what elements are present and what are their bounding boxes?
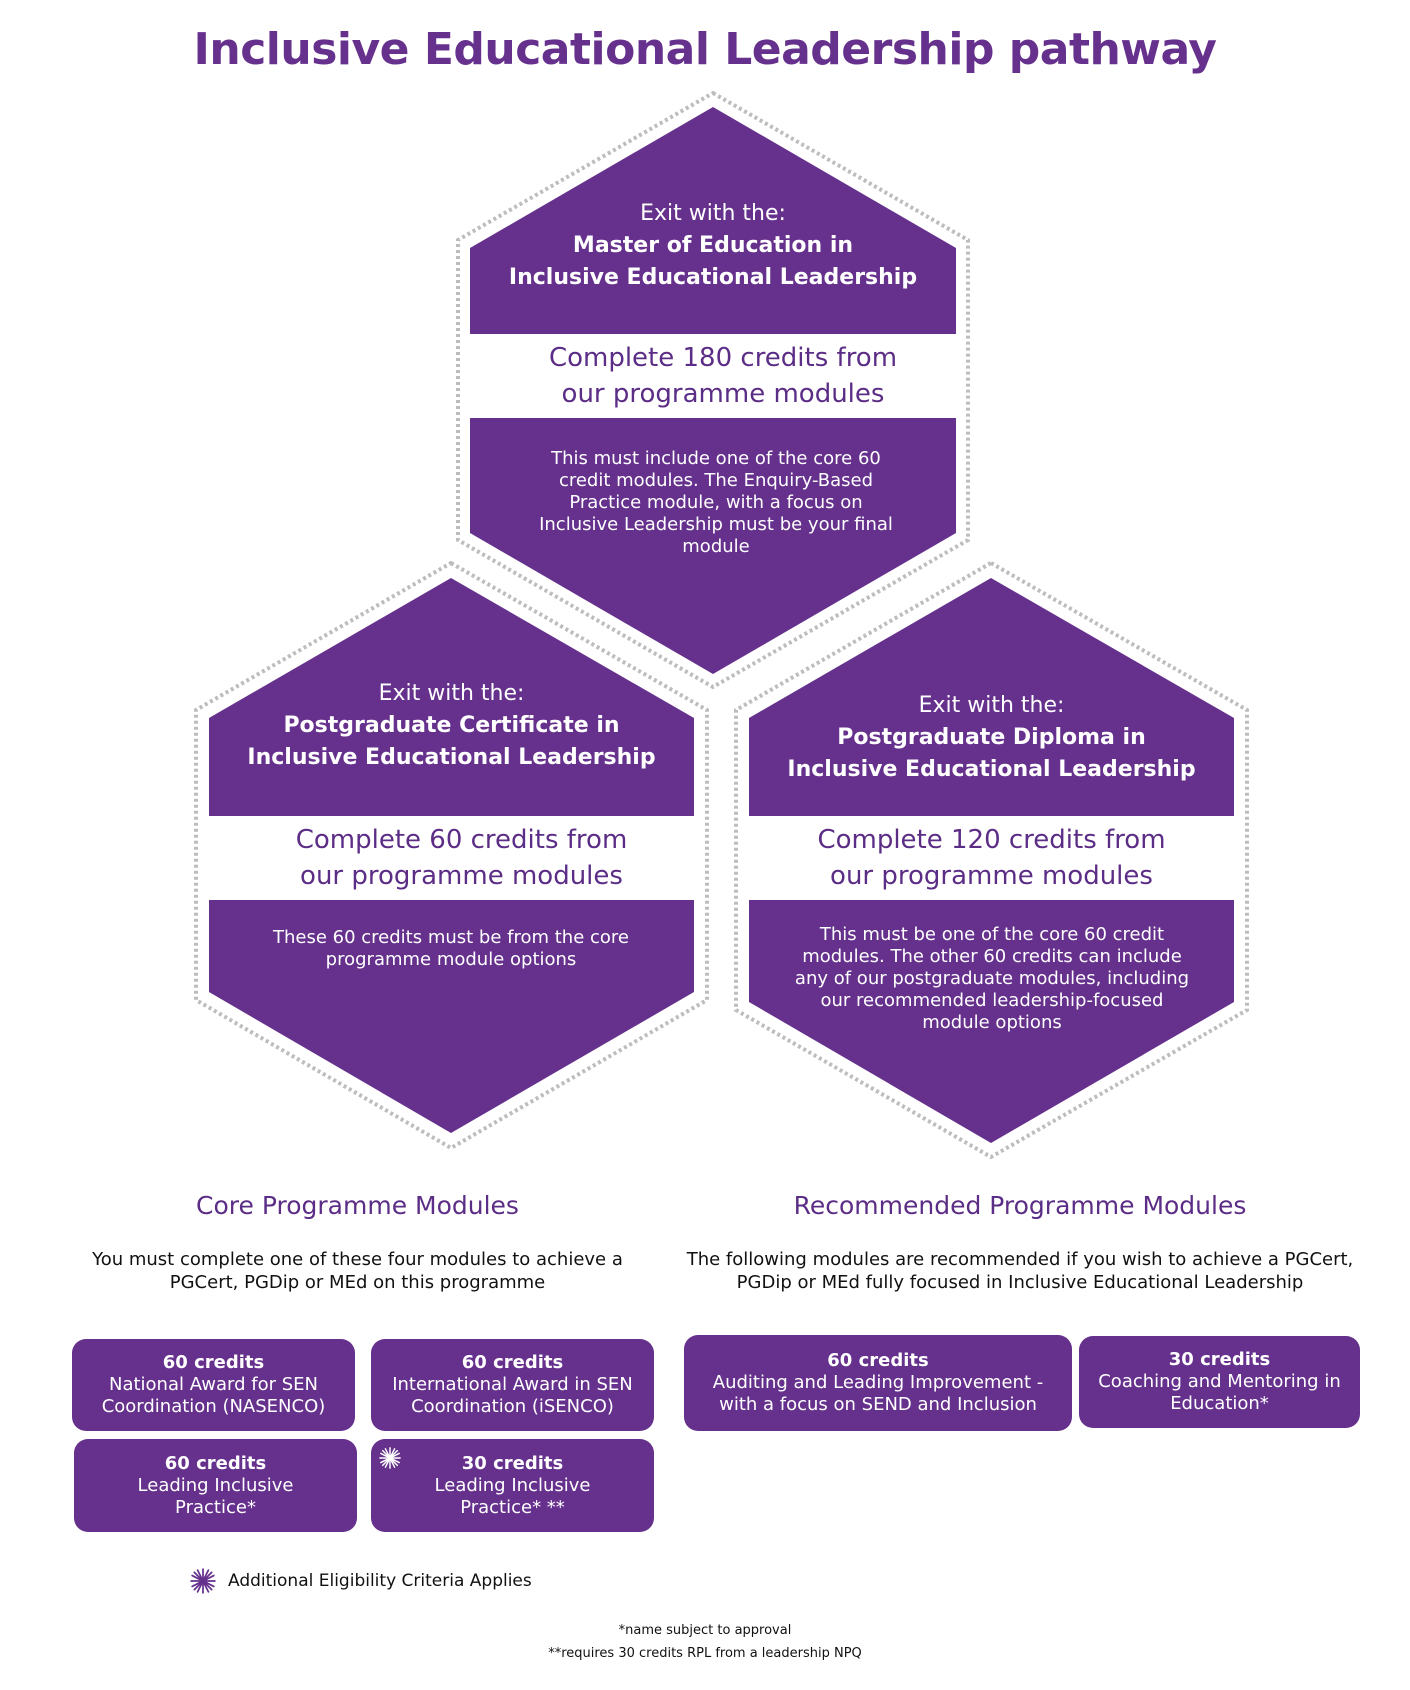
module-name: National Award for SEN Coordination (NAS… (101, 1374, 326, 1417)
hexagon-pgcert-header: Exit with the: Postgraduate Certificate … (209, 678, 694, 774)
module-name: Leading Inclusive Practice* (137, 1474, 294, 1518)
hexagon-pgdip-band (749, 816, 1234, 900)
hexagon-med (456, 90, 970, 690)
hexagon-pgdip-outline (734, 560, 1249, 1160)
hexagon-pgdip-header: Exit with the: Postgraduate Diploma in I… (749, 690, 1234, 786)
hexagon-med-description: This must include one of the core 60 cre… (539, 448, 893, 557)
recommended-modules-heading: Recommended Programme Modules (793, 1191, 1247, 1220)
exit-label: Exit with the: (918, 693, 1065, 718)
module-card-isenco[interactable]: 60 credits International Award in SEN Co… (371, 1339, 654, 1431)
module-name: International Award in SEN Coordination … (392, 1374, 633, 1417)
award-name-line1: Master of Education in (572, 233, 854, 258)
module-card-coaching-mentoring[interactable]: 30 credits Coaching and Mentoring in Edu… (1079, 1336, 1360, 1428)
hexagon-med-band (470, 334, 956, 418)
hexagon-med-header: Exit with the: Master of Education in In… (470, 198, 956, 294)
module-credits: 30 credits (1168, 1349, 1271, 1370)
award-name-line2: Inclusive Educational Leadership (508, 265, 918, 290)
hexagon-med-credits: Complete 180 credits from our programme … (470, 340, 976, 412)
hexagon-pgcert-description: These 60 credits must be from the core p… (272, 927, 630, 970)
module-credits: 60 credits (162, 1352, 265, 1373)
credits-line2: our programme modules (300, 861, 623, 891)
recommended-modules-subtitle: The following modules are recommended if… (686, 1249, 1354, 1293)
core-modules-subtitle: You must complete one of these four modu… (92, 1249, 623, 1293)
award-name-line2: Inclusive Educational Leadership (247, 745, 656, 770)
credits-line1: Complete 180 credits from (548, 343, 898, 373)
module-card-nasenco[interactable]: 60 credits National Award for SEN Coordi… (72, 1339, 355, 1431)
award-name-line2: Inclusive Educational Leadership (787, 757, 1196, 782)
award-name-line1: Postgraduate Diploma in (837, 725, 1146, 750)
module-credits: 30 credits (461, 1452, 564, 1474)
sparkle-icon (379, 1447, 401, 1469)
module-card-leading-inclusive-practice-60[interactable]: 60 credits Leading Inclusive Practice* (74, 1439, 357, 1532)
module-credits: 60 credits (827, 1350, 929, 1371)
core-modules-heading: Core Programme Modules (196, 1191, 519, 1220)
hexagon-pgdip (734, 560, 1249, 1160)
hexagon-pgcert (194, 560, 709, 1151)
hexagon-med-outline (456, 90, 970, 690)
legend-label: Additional Eligibility Criteria Applies (228, 1571, 532, 1591)
module-credits: 60 credits (164, 1452, 267, 1474)
credits-line1: Complete 120 credits from (817, 825, 1166, 855)
module-card-leading-inclusive-practice-30[interactable]: 30 credits Leading Inclusive Practice* *… (371, 1439, 654, 1532)
hexagon-pgcert-band (209, 816, 694, 900)
module-name: Auditing and Leading Improvement - with … (712, 1372, 1044, 1415)
module-credits: 60 credits (461, 1352, 564, 1373)
exit-label: Exit with the: (378, 681, 525, 706)
credits-line2: our programme modules (561, 379, 885, 409)
page-title: Inclusive Educational Leadership pathway (193, 24, 1217, 75)
eligibility-legend: Additional Eligibility Criteria Applies (190, 1568, 532, 1594)
module-name: Coaching and Mentoring in Education* (1098, 1371, 1341, 1414)
module-card-auditing-leading-improvement[interactable]: 60 credits Auditing and Leading Improvem… (684, 1335, 1072, 1431)
footnote-rpl-requirement: **requires 30 credits RPL from a leaders… (548, 1646, 862, 1661)
hexagon-pgdip-description: This must be one of the core 60 credit m… (794, 924, 1190, 1033)
hexagon-pgcert-outline (194, 560, 709, 1151)
credits-line2: our programme modules (830, 861, 1153, 891)
exit-label: Exit with the: (640, 201, 786, 226)
credits-line1: Complete 60 credits from (295, 825, 628, 855)
sparkle-icon (190, 1568, 216, 1594)
hexagon-pgcert-credits: Complete 60 credits from our programme m… (209, 822, 714, 894)
award-name-line1: Postgraduate Certificate in (283, 713, 620, 738)
module-name: Leading Inclusive Practice* ** (434, 1474, 591, 1518)
footnote-name-approval: *name subject to approval (618, 1623, 792, 1638)
hexagon-pgdip-credits: Complete 120 credits from our programme … (749, 822, 1234, 894)
